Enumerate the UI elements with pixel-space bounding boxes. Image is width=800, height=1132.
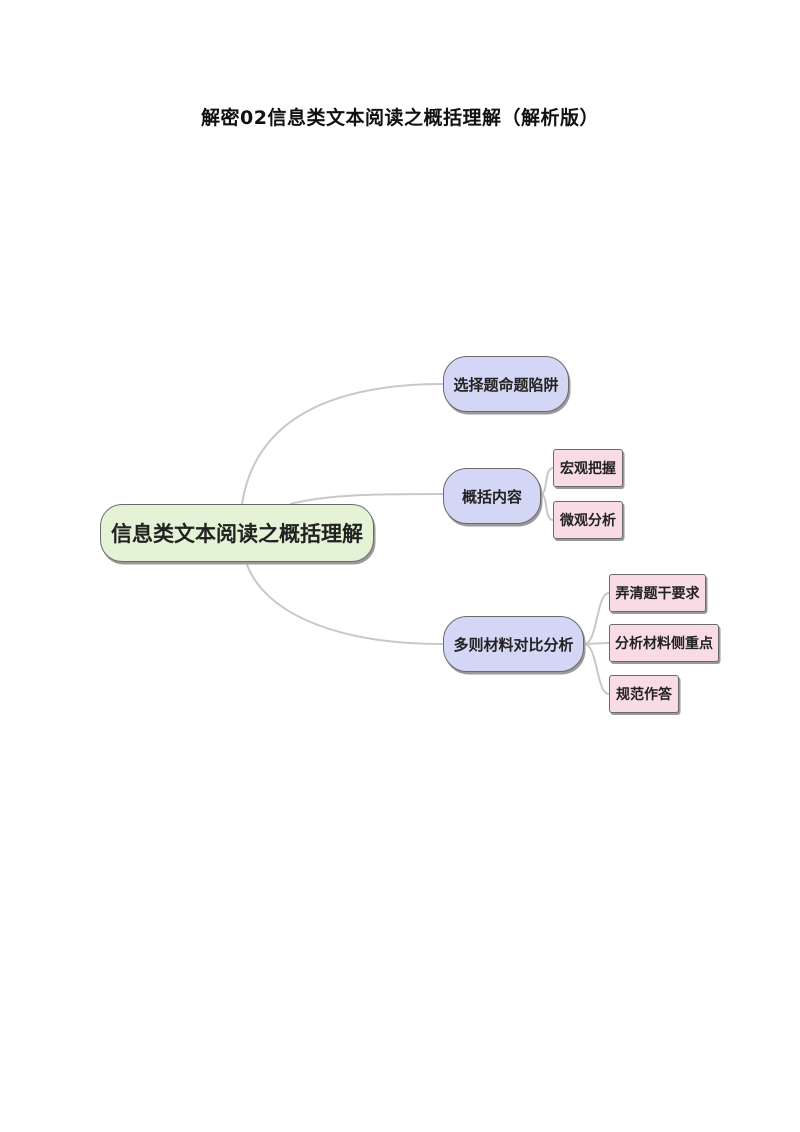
mindmap-leaf-node: 规范作答 (609, 675, 679, 713)
connector-root-branch-3 (245, 561, 444, 645)
mindmap-leaf-node: 弄清题干要求 (609, 574, 706, 612)
connector-branch-2-leaf-1 (540, 467, 554, 495)
mindmap-leaf-node: 分析材料侧重点 (609, 624, 719, 662)
mindmap-root-node: 信息类文本阅读之概括理解 (100, 504, 374, 562)
page-title: 解密02信息类文本阅读之概括理解（解析版） (201, 107, 599, 129)
mindmap-leaf-node: 宏观把握 (553, 449, 623, 487)
connector-root-branch-2 (289, 493, 444, 505)
connector-branch-2-leaf-2 (540, 493, 554, 521)
mindmap-branch-node: 多则材料对比分析 (443, 616, 584, 672)
connector-root-branch-1 (241, 383, 444, 505)
connector-branch-3-leaf-2 (583, 642, 610, 645)
mindmap-leaf-node: 微观分析 (553, 501, 623, 539)
connector-branch-3-leaf-3 (583, 643, 610, 695)
mindmap-branch-node: 选择题命题陷阱 (443, 356, 569, 412)
connector-branch-3-leaf-1 (583, 592, 610, 645)
mindmap-branch-node: 概括内容 (443, 468, 541, 524)
